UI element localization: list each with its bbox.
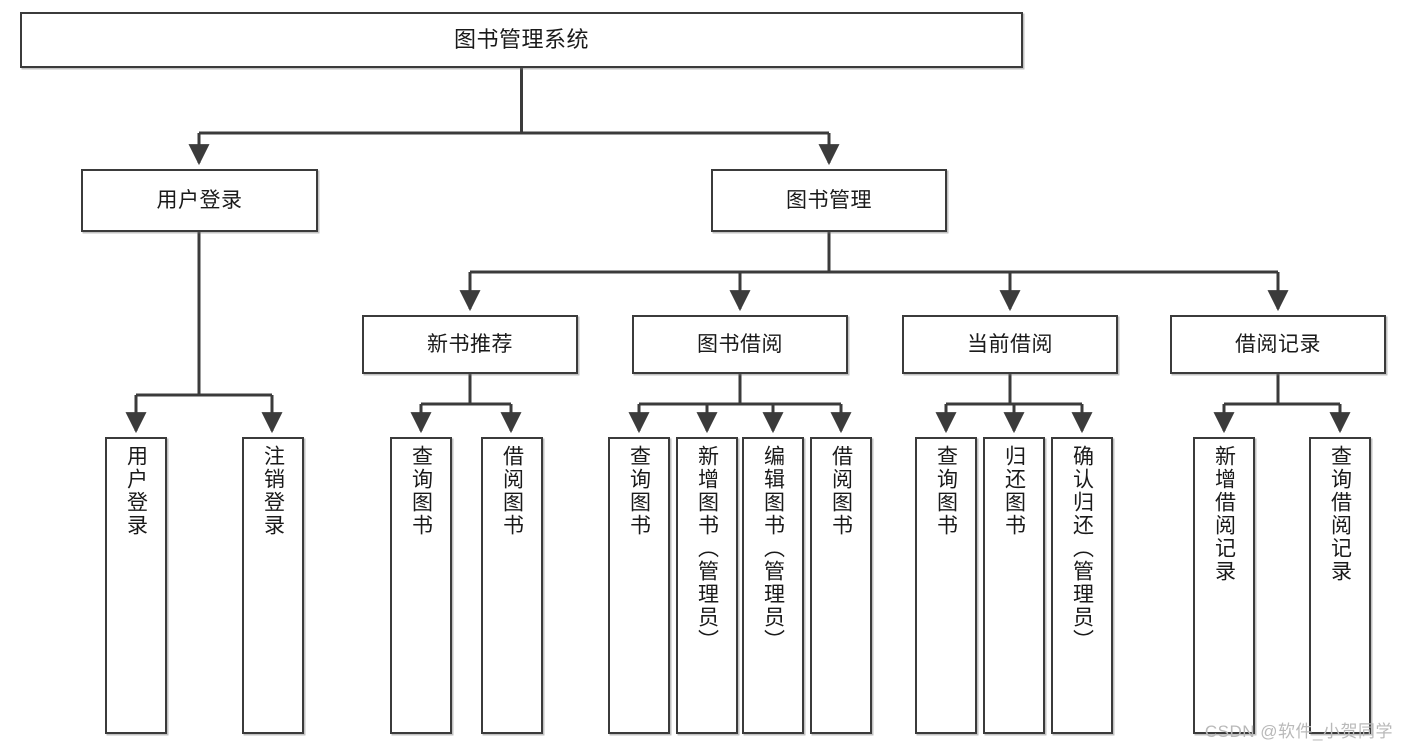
node-new-book-recommend[interactable]: 新书推荐 [362,315,578,374]
node-label: 图书管理系统 [453,26,589,52]
node-label: 借阅图书 [829,445,853,537]
node-label: 查询图书 [409,445,433,537]
leaf-add-borrow-record[interactable]: 新增借阅记录 [1193,437,1255,734]
watermark: CSDN @软件_小贺同学 [1204,722,1393,741]
leaf-user-login[interactable]: 用户登录 [105,437,167,734]
leaf-logout[interactable]: 注销登录 [242,437,304,734]
node-label: 借阅图书 [500,445,524,537]
node-label: 查询图书 [627,445,651,537]
node-label: 新增图书（管理员） [695,445,719,652]
node-label: 归还图书 [1002,445,1026,537]
node-label: 用户登录 [124,445,148,537]
node-label: 图书借阅 [697,332,783,356]
node-root-book-management-system[interactable]: 图书管理系统 [20,12,1023,68]
node-label: 当前借阅 [967,332,1053,356]
node-label: 查询图书 [934,445,958,537]
node-current-borrow[interactable]: 当前借阅 [902,315,1118,374]
leaf-borrow-book-recommend[interactable]: 借阅图书 [481,437,543,734]
node-book-manage[interactable]: 图书管理 [711,169,947,232]
leaf-add-book-admin[interactable]: 新增图书（管理员） [676,437,738,734]
node-borrow-record[interactable]: 借阅记录 [1170,315,1386,374]
node-label: 注销登录 [261,445,285,537]
leaf-query-book-current[interactable]: 查询图书 [915,437,977,734]
node-label: 编辑图书（管理员） [761,445,785,652]
leaf-return-book[interactable]: 归还图书 [983,437,1045,734]
node-user-login[interactable]: 用户登录 [81,169,318,232]
leaf-query-book-borrow[interactable]: 查询图书 [608,437,670,734]
node-label: 借阅记录 [1235,332,1321,356]
node-book-borrow[interactable]: 图书借阅 [632,315,848,374]
leaf-query-book-recommend[interactable]: 查询图书 [390,437,452,734]
leaf-borrow-book-borrow[interactable]: 借阅图书 [810,437,872,734]
node-label: 新书推荐 [427,332,513,356]
leaf-confirm-return-admin[interactable]: 确认归还（管理员） [1051,437,1113,734]
leaf-edit-book-admin[interactable]: 编辑图书（管理员） [742,437,804,734]
leaf-query-borrow-record[interactable]: 查询借阅记录 [1309,437,1371,734]
node-label: 查询借阅记录 [1328,445,1352,583]
node-label: 图书管理 [786,188,872,212]
node-label: 用户登录 [156,188,243,212]
node-label: 确认归还（管理员） [1070,445,1094,652]
node-label: 新增借阅记录 [1212,445,1236,583]
